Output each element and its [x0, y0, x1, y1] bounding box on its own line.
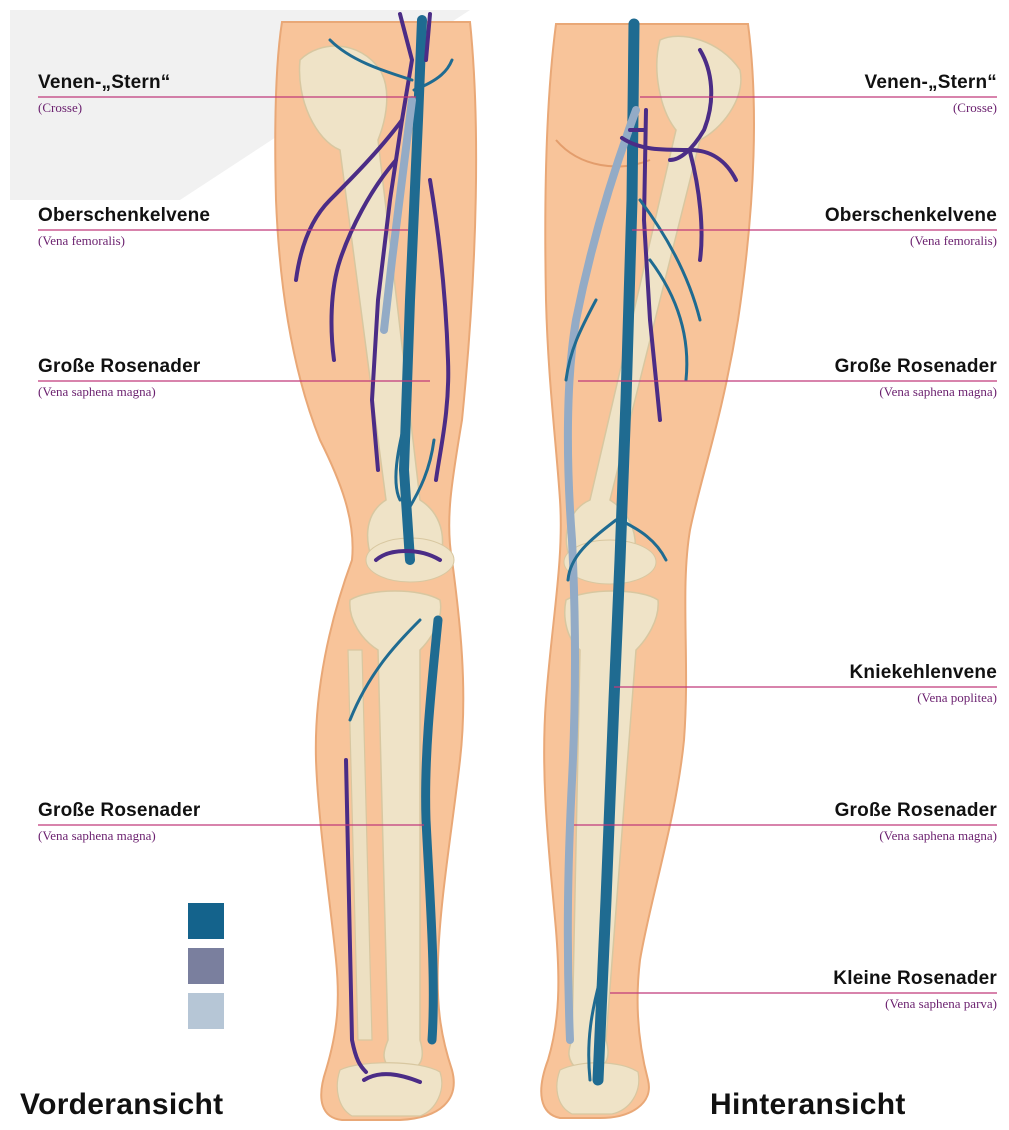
label-sub: (Vena poplitea) [850, 690, 997, 706]
label-main: Große Rosenader [835, 356, 997, 378]
label-left-grosse-rosenader-upper: Große Rosenader (Vena saphena magna) [38, 356, 200, 400]
label-sub: (Vena femoralis) [38, 233, 210, 249]
label-left-oberschenkelvene: Oberschenkelvene (Vena femoralis) [38, 205, 210, 249]
label-main: Große Rosenader [38, 356, 200, 378]
label-right-kleine-rosenader: Kleine Rosenader (Vena saphena parva) [833, 968, 997, 1012]
label-main: Oberschenkelvene [825, 205, 997, 227]
back-leg [541, 24, 754, 1118]
label-main: Kniekehlenvene [850, 662, 997, 684]
label-right-venen-stern: Venen-„Stern“ (Crosse) [865, 72, 997, 116]
label-right-kniekehlenvene: Kniekehlenvene (Vena poplitea) [850, 662, 997, 706]
front-foot-bones [337, 1063, 441, 1116]
label-sub: (Vena saphena magna) [835, 828, 997, 844]
label-sub: (Vena femoralis) [825, 233, 997, 249]
label-right-oberschenkelvene: Oberschenkelvene (Vena femoralis) [825, 205, 997, 249]
label-sub: (Crosse) [38, 100, 170, 116]
front-leg [275, 14, 476, 1120]
label-sub: (Vena saphena parva) [833, 996, 997, 1012]
label-right-grosse-rosenader-lower: Große Rosenader (Vena saphena magna) [835, 800, 997, 844]
label-main: Große Rosenader [38, 800, 200, 822]
legend-swatch-mid-vein [188, 948, 224, 984]
label-main: Kleine Rosenader [833, 968, 997, 990]
label-main: Oberschenkelvene [38, 205, 210, 227]
view-title-front: Vorderansicht [20, 1088, 223, 1122]
label-left-venen-stern: Venen-„Stern“ (Crosse) [38, 72, 170, 116]
label-right-grosse-rosenader-upper: Große Rosenader (Vena saphena magna) [835, 356, 997, 400]
label-sub: (Crosse) [865, 100, 997, 116]
label-sub: (Vena saphena magna) [835, 384, 997, 400]
label-sub: (Vena saphena magna) [38, 384, 200, 400]
label-main: Große Rosenader [835, 800, 997, 822]
view-title-back: Hinteransicht [710, 1088, 906, 1122]
back-knee-bone [564, 540, 656, 584]
label-main: Venen-„Stern“ [38, 72, 170, 94]
legend-swatch-pale-vein [188, 993, 224, 1029]
legend-swatch-deep-vein [188, 903, 224, 939]
label-sub: (Vena saphena magna) [38, 828, 200, 844]
label-left-grosse-rosenader-lower: Große Rosenader (Vena saphena magna) [38, 800, 200, 844]
label-main: Venen-„Stern“ [865, 72, 997, 94]
